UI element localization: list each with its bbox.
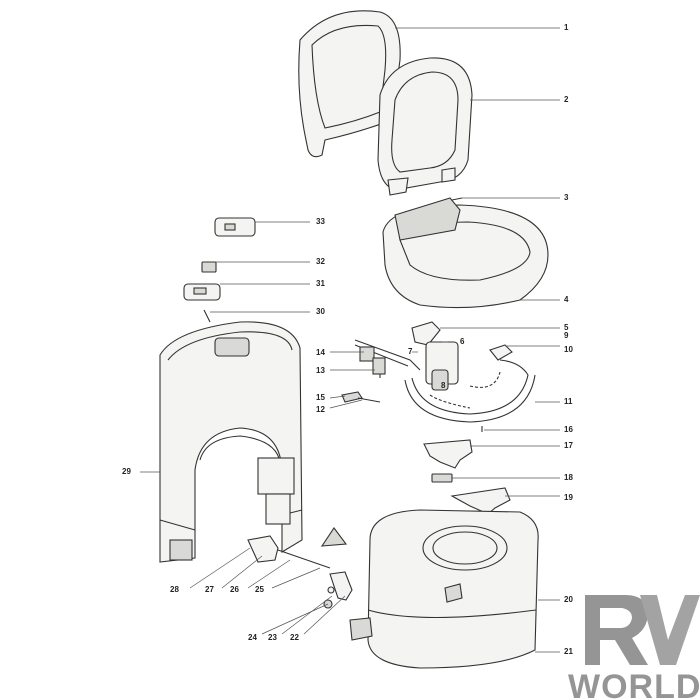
callout-26: 26 [230, 585, 239, 594]
callout-23: 23 [268, 633, 277, 642]
callout-8: 8 [441, 381, 446, 390]
callout-3: 3 [564, 193, 569, 202]
callout-11: 11 [564, 397, 573, 406]
callout-5: 5 [564, 323, 569, 332]
part-31 [183, 283, 221, 301]
callout-1: 1 [564, 23, 569, 32]
callout-12: 12 [316, 405, 325, 414]
rv-logo-mark [585, 595, 648, 665]
leader-lines [140, 27, 560, 653]
callout-16: 16 [564, 425, 573, 434]
rv-world-logo: WORLD [568, 595, 700, 700]
part-30 [203, 309, 211, 323]
part-valve-18 [431, 473, 453, 483]
part-mechanism [354, 321, 536, 423]
part-33 [214, 217, 256, 237]
callout-20: 20 [564, 595, 573, 604]
part-valve-19 [450, 487, 511, 515]
callout-31: 31 [316, 279, 325, 288]
callout-21: 21 [564, 647, 573, 656]
callout-19: 19 [564, 493, 573, 502]
callout-2: 2 [564, 95, 569, 104]
callout-6: 6 [460, 337, 465, 346]
part-small-components [341, 357, 386, 403]
callout-32: 32 [316, 257, 325, 266]
part-bowl-top [382, 197, 549, 309]
callout-30: 30 [316, 307, 325, 316]
callout-4: 4 [564, 295, 569, 304]
callout-14: 14 [316, 348, 325, 357]
callout-7: 7 [408, 347, 413, 356]
part-housing-cover [159, 321, 303, 563]
callout-24: 24 [248, 633, 257, 642]
callout-18: 18 [564, 473, 573, 482]
callout-15: 15 [316, 393, 325, 402]
part-seat [377, 57, 473, 196]
callout-29: 29 [122, 467, 131, 476]
rv-logo-v [640, 595, 700, 665]
callout-33: 33 [316, 217, 325, 226]
logo-text: WORLD [568, 668, 700, 700]
part-valve-17 [423, 439, 473, 469]
part-waste-tank [349, 509, 539, 669]
callout-10: 10 [564, 345, 573, 354]
callout-9: 9 [564, 331, 569, 340]
callout-13: 13 [316, 366, 325, 375]
callout-28: 28 [170, 585, 179, 594]
callout-22: 22 [290, 633, 299, 642]
callout-17: 17 [564, 441, 573, 450]
callout-27: 27 [205, 585, 214, 594]
callout-25: 25 [255, 585, 264, 594]
callout-labels: 1 2 3 4 5 6 7 8 9 10 11 12 13 14 15 16 1… [122, 23, 573, 656]
part-32 [201, 261, 217, 273]
